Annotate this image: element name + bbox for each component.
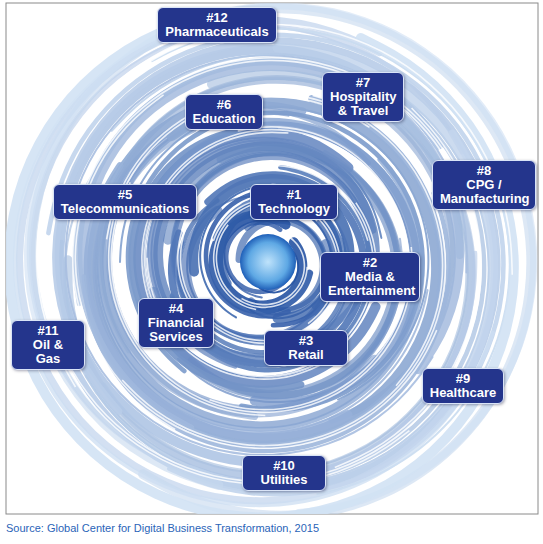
industry-name: Technology — [258, 202, 330, 216]
swirl-highlight — [193, 202, 340, 341]
industry-box: #3Retail — [264, 330, 348, 366]
rank-number: #11 — [19, 324, 77, 338]
rank-number: #1 — [258, 188, 330, 202]
swirl-highlight — [107, 94, 443, 386]
swirl-highlight — [216, 225, 307, 308]
rank-number: #3 — [272, 334, 340, 348]
industry-box: #8CPG / Manufacturing — [432, 160, 536, 210]
industry-name: CPG / Manufacturing — [440, 178, 528, 206]
source-caption: Source: Global Center for Digital Busine… — [6, 522, 319, 534]
rank-number: #4 — [146, 302, 206, 316]
rank-number: #2 — [328, 256, 412, 270]
swirl-stroke — [96, 115, 422, 430]
industry-box: #7Hospitality & Travel — [322, 72, 404, 122]
industry-name: Utilities — [250, 473, 318, 487]
swirl-stroke — [28, 6, 534, 513]
industry-box: #2Media & Entertainment — [320, 252, 420, 302]
industry-name: Financial Services — [146, 316, 206, 344]
industry-box: #1Technology — [250, 184, 338, 220]
industry-box: #9Healthcare — [422, 368, 504, 404]
industry-name: Education — [193, 112, 256, 126]
rank-number: #5 — [61, 188, 189, 202]
swirl-stroke — [128, 113, 423, 410]
industry-box: #6Education — [185, 94, 264, 130]
industry-box: #4Financial Services — [138, 298, 214, 348]
swirl-stroke — [9, 12, 514, 514]
swirl-highlight — [47, 108, 482, 481]
rank-number: #9 — [430, 372, 496, 386]
swirl — [9, 6, 534, 514]
industry-name: Pharmaceuticals — [165, 25, 268, 39]
industry-box: #11Oil & Gas — [11, 320, 85, 370]
industry-name: Media & Entertainment — [328, 270, 412, 298]
industry-name: Hospitality & Travel — [330, 90, 396, 118]
industry-box: #10Utilities — [242, 455, 326, 491]
industry-name: Telecommunications — [61, 202, 189, 216]
industry-name: Retail — [272, 348, 340, 362]
rank-number: #8 — [440, 164, 528, 178]
swirl-stroke — [103, 101, 472, 478]
swirl-stroke — [32, 8, 532, 514]
industry-name: Oil & Gas — [19, 338, 77, 366]
rank-number: #7 — [330, 76, 396, 90]
rank-number: #12 — [165, 11, 268, 25]
industry-name: Healthcare — [430, 386, 496, 400]
industry-box: #12Pharmaceuticals — [157, 7, 276, 43]
rank-number: #6 — [193, 98, 256, 112]
rank-number: #10 — [250, 459, 318, 473]
industry-box: #5Telecommunications — [53, 184, 197, 220]
swirl-core — [240, 234, 296, 290]
